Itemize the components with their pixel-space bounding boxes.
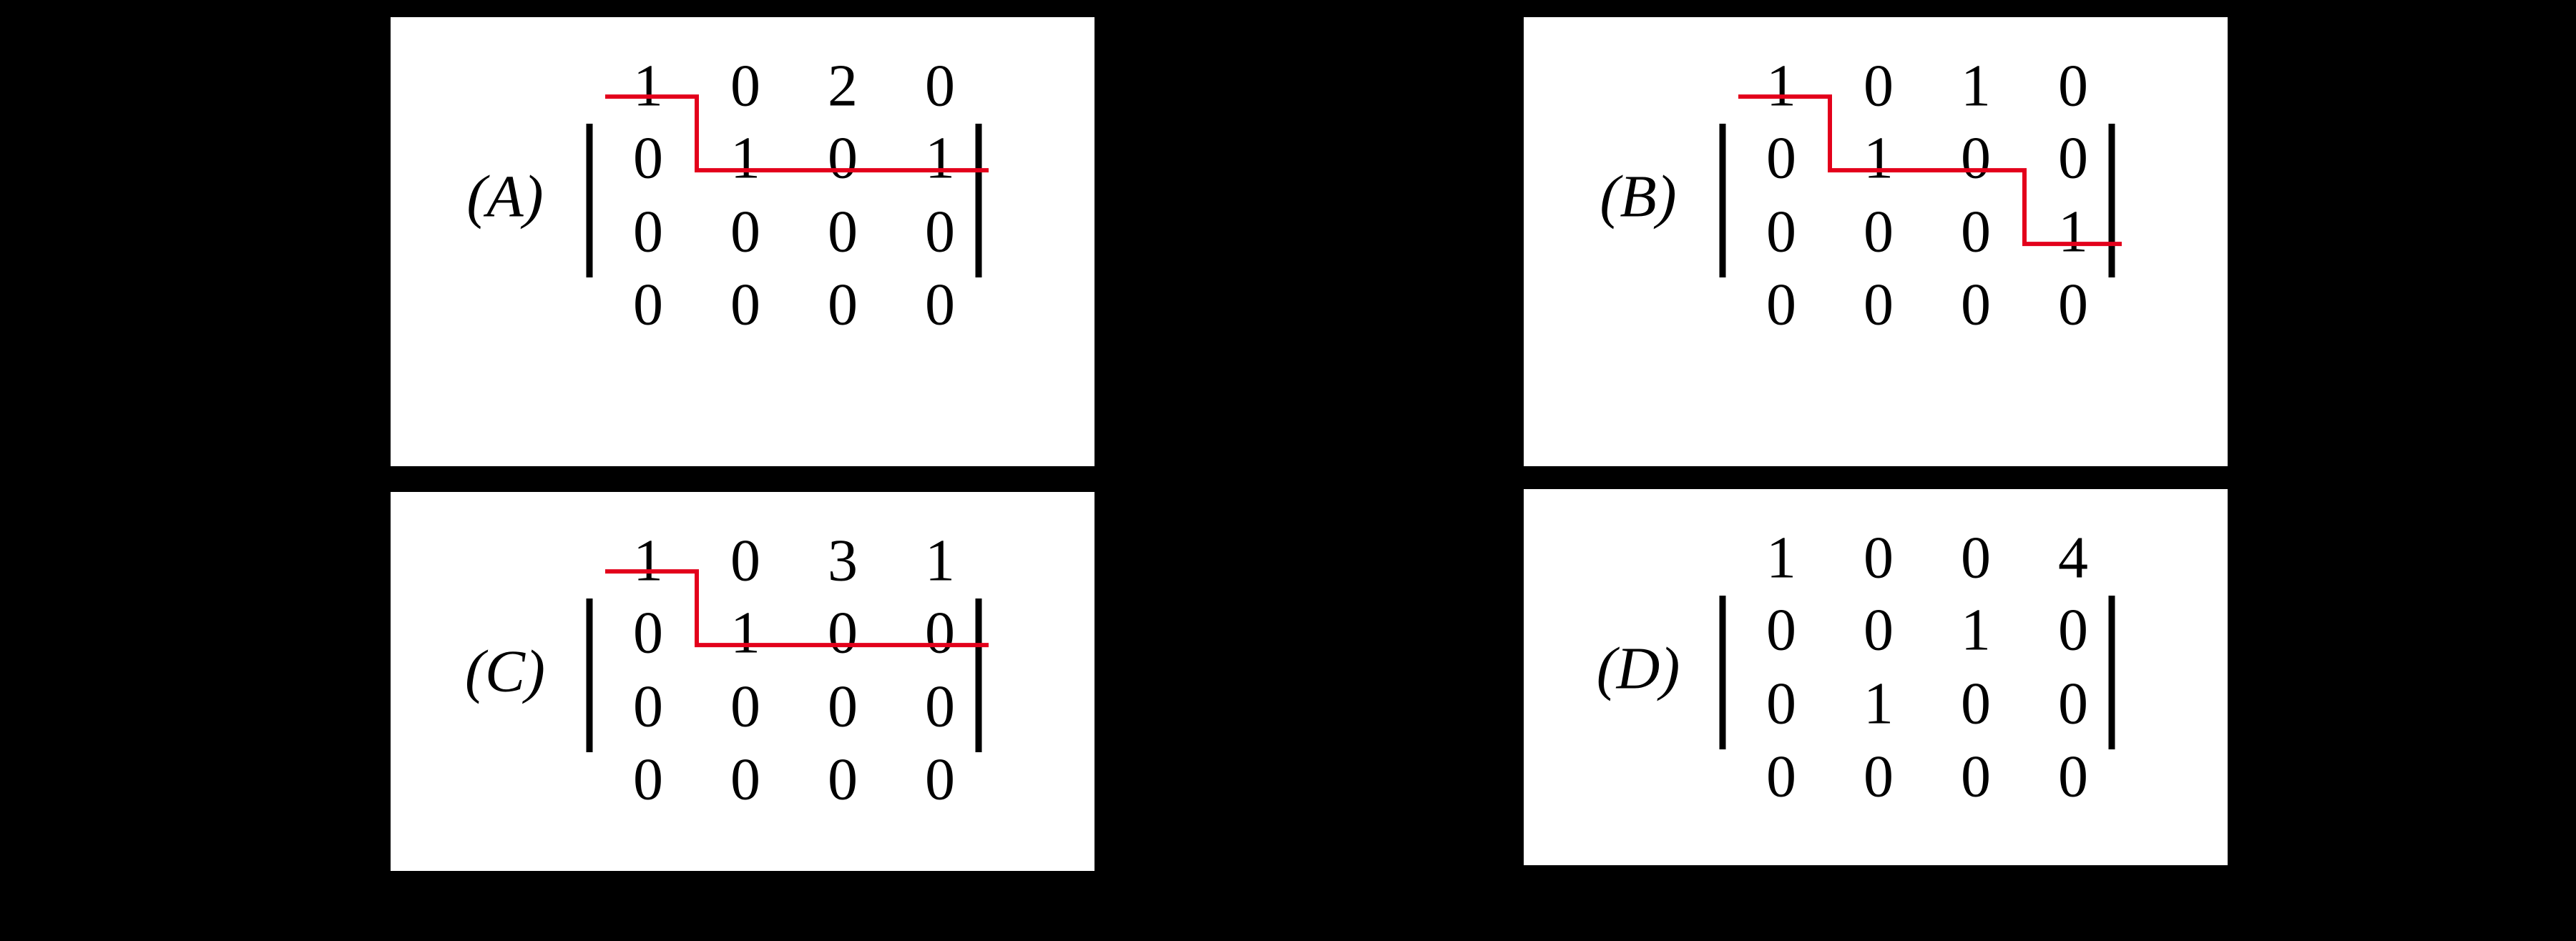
option-b-label: (B) <box>1600 163 1676 230</box>
matrix-cell: 0 <box>2058 743 2088 809</box>
matrix-cell: 0 <box>633 599 663 666</box>
matrix-cell: 0 <box>730 746 760 812</box>
matrix-cell: 0 <box>2058 271 2088 338</box>
matrix-cell: 0 <box>1961 271 1991 338</box>
matrix-cell: 0 <box>1766 596 1796 663</box>
matrix-cell: 1 <box>1864 670 1894 736</box>
matrix-cell: 1 <box>1766 52 1796 119</box>
matrix-cell: 0 <box>2058 124 2088 191</box>
matrix-cell: 0 <box>730 271 760 338</box>
matrix-cell: 0 <box>1766 124 1796 191</box>
matrix-cell: 0 <box>1961 124 1991 191</box>
matrix-cell: 0 <box>1766 271 1796 338</box>
matrix-cell: 0 <box>828 673 858 739</box>
matrix-cell: 0 <box>1766 743 1796 809</box>
matrix-cell: 0 <box>1766 198 1796 265</box>
matrix-cell: 0 <box>925 198 955 265</box>
echelon-staircase-line <box>605 94 989 173</box>
matrix-cell: 0 <box>730 673 760 739</box>
matrix-cell: 0 <box>2058 670 2088 736</box>
matrix-cell: 1 <box>925 527 955 593</box>
matrix-cell: 0 <box>633 124 663 191</box>
matrix-cell: 0 <box>1961 743 1991 809</box>
matrix-cell: 3 <box>828 527 858 593</box>
matrix-cell: 0 <box>1864 198 1894 265</box>
matrix-cell: 0 <box>925 52 955 119</box>
option-a-label: (A) <box>466 163 543 230</box>
matrix-cell: 0 <box>633 673 663 739</box>
matrix-cell: 0 <box>1961 670 1991 736</box>
matrix-cell: 1 <box>2058 198 2088 265</box>
matrix-cell: 0 <box>1766 670 1796 736</box>
matrix-cell: 0 <box>828 599 858 666</box>
matrix-cell: 1 <box>633 52 663 119</box>
matrix-cell: 1 <box>1961 52 1991 119</box>
matrix-cell: 0 <box>730 52 760 119</box>
matrix-cell: 0 <box>1864 524 1894 591</box>
matrix-cell: 0 <box>633 271 663 338</box>
matrix-cell: 0 <box>828 746 858 812</box>
matrix-cell: 0 <box>633 198 663 265</box>
matrix-cell: 0 <box>1864 743 1894 809</box>
matrix-cell: 0 <box>828 271 858 338</box>
matrix-cell: 0 <box>925 746 955 812</box>
matrix-cell: 0 <box>828 198 858 265</box>
matrix-cell: 0 <box>828 124 858 191</box>
option-d-label: (D) <box>1597 635 1680 701</box>
matrix-cell: 0 <box>925 599 955 666</box>
matrix-cell: 1 <box>730 124 760 191</box>
matrix-cell: 0 <box>2058 52 2088 119</box>
matrix-cell: 1 <box>1864 124 1894 191</box>
option-c-label: (C) <box>465 638 545 704</box>
matrix-cell: 1 <box>1961 596 1991 663</box>
matrix-cell: 0 <box>1864 52 1894 119</box>
matrix-cell: 0 <box>633 746 663 812</box>
matrix-cell: 0 <box>925 271 955 338</box>
matrix-cell: 0 <box>1864 271 1894 338</box>
matrix-cell: 0 <box>1961 524 1991 591</box>
matrix-cell: 0 <box>925 673 955 739</box>
matrix-cell: 4 <box>2058 524 2088 591</box>
matrix-cell: 2 <box>828 52 858 119</box>
matrix-cell: 1 <box>730 599 760 666</box>
matrix-cell: 0 <box>1864 596 1894 663</box>
matrix-cell: 0 <box>730 198 760 265</box>
echelon-staircase-line <box>605 569 989 648</box>
matrix-cell: 0 <box>2058 596 2088 663</box>
echelon-staircase-line <box>1738 94 2122 247</box>
matrix-cell: 0 <box>730 527 760 593</box>
matrix-cell: 1 <box>925 124 955 191</box>
matrix-cell: 0 <box>1961 198 1991 265</box>
matrix-cell: 1 <box>1766 524 1796 591</box>
matrix-cell: 1 <box>633 527 663 593</box>
